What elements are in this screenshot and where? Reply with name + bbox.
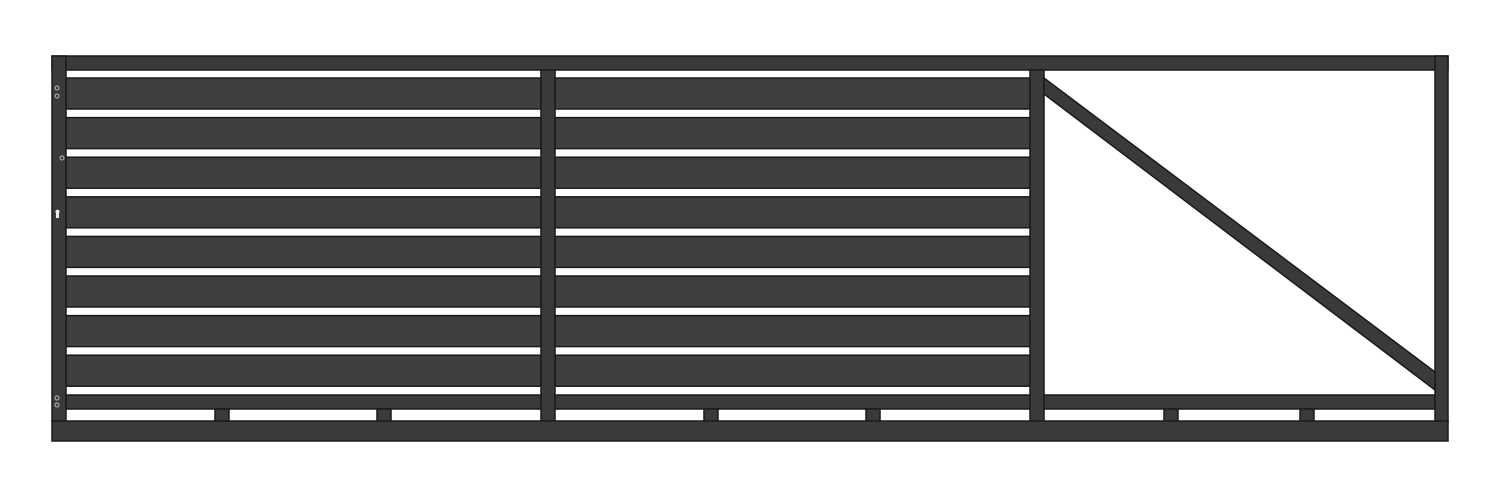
slat [554,354,1031,387]
slat [65,196,542,229]
keyhole-icon [55,209,60,218]
slat [65,235,542,269]
slat [65,275,542,308]
slat [65,314,542,348]
slat [65,116,542,150]
bolt-hole [54,402,60,408]
top-rail [51,55,1449,71]
gate-frame [51,55,1449,442]
rail-spacer [865,408,881,423]
slat [65,156,542,189]
rail-spacer [1299,408,1315,423]
slat [554,77,1031,110]
slat [65,77,542,110]
slat [554,235,1031,269]
slat [554,156,1031,189]
bolt-hole [54,85,60,91]
rail-spacer [376,408,392,423]
bolt-hole [54,395,60,401]
bolt-hole [59,155,65,161]
bottom-rail [51,420,1449,442]
slat [554,116,1031,150]
right-post [1434,55,1449,423]
rail-spacer [214,408,230,423]
slat [554,314,1031,348]
slat [65,354,542,387]
lower-inner-rail [65,394,1436,410]
bolt-hole [54,93,60,99]
slat [554,275,1031,308]
rail-spacer [1163,408,1179,423]
diagonal-brace [1043,76,1436,392]
middle-post [540,69,556,423]
slat-group [65,77,1031,387]
rail-spacer [703,408,719,423]
middle-post [1029,69,1045,423]
slat [554,196,1031,229]
left-post [51,55,67,423]
